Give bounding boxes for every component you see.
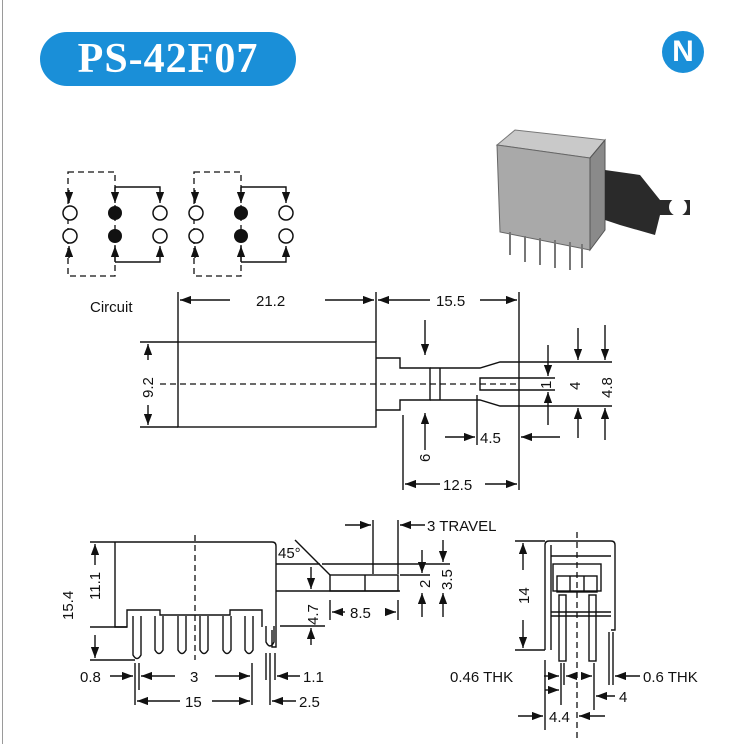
dim-2-5: 2.5 xyxy=(299,694,320,711)
top-view-drawing xyxy=(140,292,612,490)
circuit-label: Circuit xyxy=(90,299,133,316)
dim-15: 15 xyxy=(185,694,202,711)
dim-0-6-thk: 0.6 THK xyxy=(643,669,698,686)
side-view-drawing xyxy=(90,520,450,706)
model-title: PS-42F07 xyxy=(40,32,296,86)
dim-3-travel: 3 TRAVEL xyxy=(427,518,496,535)
dim-14: 14 xyxy=(516,587,533,604)
page-border xyxy=(2,0,3,744)
product-photo xyxy=(495,129,690,270)
dim-15-5: 15.5 xyxy=(436,293,465,310)
dim-4-8: 4.8 xyxy=(599,377,616,398)
dim-4-7: 4.7 xyxy=(305,604,322,625)
dim-4-pin: 4 xyxy=(619,689,627,706)
dim-9-2: 9.2 xyxy=(140,377,157,398)
dim-1: 1 xyxy=(538,381,555,389)
circuit-diagram xyxy=(62,172,293,276)
dim-12-5: 12.5 xyxy=(443,477,472,494)
dim-0-8: 0.8 xyxy=(80,669,101,686)
dim-11-1: 11.1 xyxy=(87,572,104,600)
dim-1-1: 1.1 xyxy=(303,669,324,686)
dim-8-5: 8.5 xyxy=(350,605,371,622)
dim-4: 4 xyxy=(567,382,584,390)
dim-6: 6 xyxy=(417,454,434,462)
dim-45-deg: 45° xyxy=(278,545,301,562)
dim-4-4: 4.4 xyxy=(549,709,570,726)
dim-4-5: 4.5 xyxy=(480,430,501,447)
dim-0-46-thk: 0.46 THK xyxy=(450,669,513,686)
brand-logo: N xyxy=(662,31,704,73)
dim-15-4: 15.4 xyxy=(60,591,77,620)
dim-3: 3 xyxy=(190,669,198,686)
end-view-drawing xyxy=(515,532,640,740)
dim-2: 2 xyxy=(417,580,434,588)
dim-3-5: 3.5 xyxy=(439,569,456,590)
dim-21-2: 21.2 xyxy=(256,293,285,310)
